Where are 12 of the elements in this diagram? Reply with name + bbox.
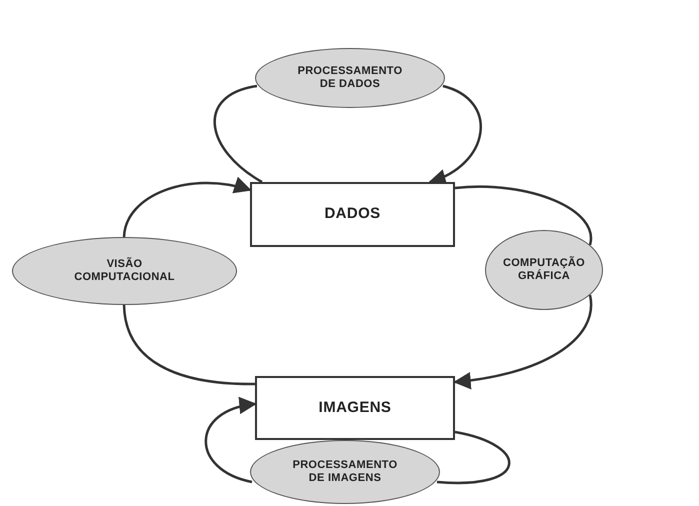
process-box xyxy=(250,182,455,247)
node-label: PROCESSAMENTO DE DADOS xyxy=(296,65,404,91)
curved-arrow xyxy=(204,398,257,484)
node-label: COMPUTAÇÃO GRÁFICA xyxy=(502,257,586,283)
process-box xyxy=(255,376,455,440)
node-label: DADOS xyxy=(324,204,381,224)
curved-arrow xyxy=(122,177,252,238)
curved-arrow xyxy=(453,294,592,389)
curved-arrow xyxy=(428,84,482,185)
node-label: PROCESSAMENTO DE IMAGENS xyxy=(292,459,398,485)
node-label: VISÃO COMPUTACIONAL xyxy=(73,258,176,284)
node-label: IMAGENS xyxy=(318,398,392,418)
